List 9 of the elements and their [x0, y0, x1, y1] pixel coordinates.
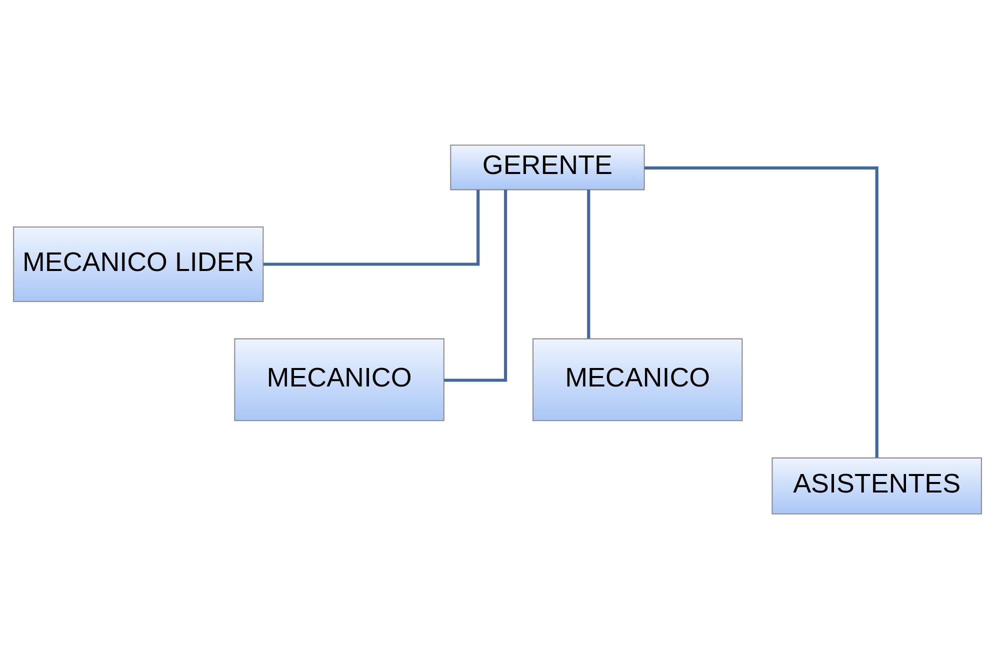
- node-box: ASISTENTES: [771, 456, 982, 514]
- connector: [262, 189, 480, 266]
- connector: [586, 189, 590, 338]
- node-box: MECANICO LIDER: [12, 226, 264, 302]
- node-box: MECANICO: [234, 338, 444, 421]
- connector: [444, 189, 507, 382]
- node-box: MECANICO: [532, 338, 742, 421]
- node-box: GERENTE: [450, 144, 644, 190]
- connector: [644, 166, 878, 458]
